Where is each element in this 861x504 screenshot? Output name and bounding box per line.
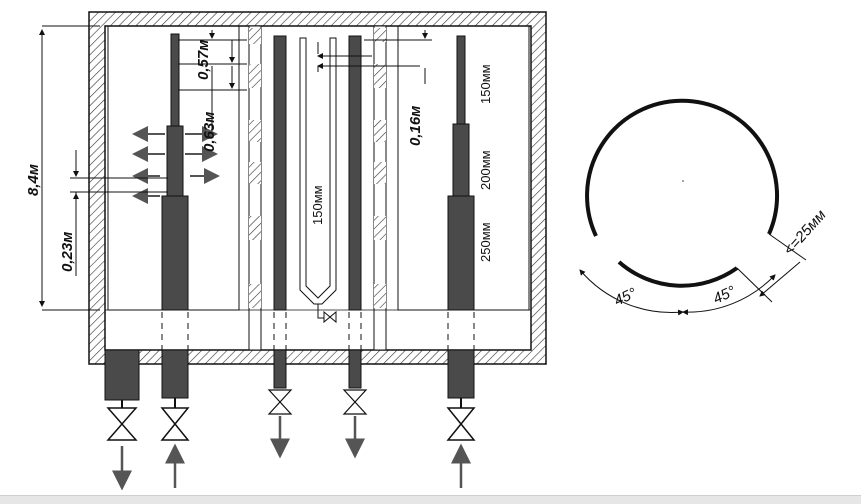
- angle-left-label: 45°: [612, 285, 640, 310]
- partition-right: [373, 25, 387, 351]
- gap-arc-label: <=25мм: [780, 207, 829, 259]
- valve-5: [446, 407, 476, 441]
- outlet-pipe-1: [104, 349, 140, 408]
- valve-4: [342, 389, 368, 415]
- total-height-label: 8,4м: [25, 164, 42, 196]
- right-gap-label: 0,16м: [407, 106, 424, 146]
- left-gap-label: 0,23м: [59, 232, 76, 272]
- seg-200-label: 200мм: [478, 150, 493, 190]
- seg-150-label: 150мм: [478, 64, 493, 104]
- center-rod-right: [348, 35, 362, 350]
- second-gap-label: 0,63м: [201, 112, 218, 152]
- flow-arrows-left: [132, 126, 220, 204]
- inlet-pipe-5: [447, 349, 475, 408]
- right-electrode: [447, 35, 475, 350]
- outlet-pipe-3: [273, 349, 287, 389]
- top-gap-label: 0,57м: [195, 40, 212, 80]
- center-length-label: 150мм: [310, 185, 325, 225]
- seg-250-label: 250мм: [478, 222, 493, 262]
- dim-top-gaps: [178, 30, 247, 130]
- bottom-bar: [0, 495, 861, 504]
- cross-section: [585, 98, 780, 288]
- valve-1: [106, 407, 138, 441]
- dim-left-gap: [70, 150, 168, 276]
- dim-center-top: [317, 30, 432, 84]
- center-probe: [299, 37, 337, 324]
- valve-3: [267, 389, 293, 415]
- inlet-pipe-2: [161, 349, 189, 408]
- left-electrode: [161, 33, 189, 350]
- valve-2: [160, 407, 190, 441]
- partition-left: [248, 25, 262, 351]
- dim-total-height: [39, 25, 100, 311]
- angle-right-label: 45°: [711, 283, 739, 308]
- tank-walls: [88, 11, 547, 365]
- center-rod-left: [273, 35, 287, 350]
- angle-dimensions: [579, 233, 807, 316]
- outlet-pipe-4: [348, 349, 362, 389]
